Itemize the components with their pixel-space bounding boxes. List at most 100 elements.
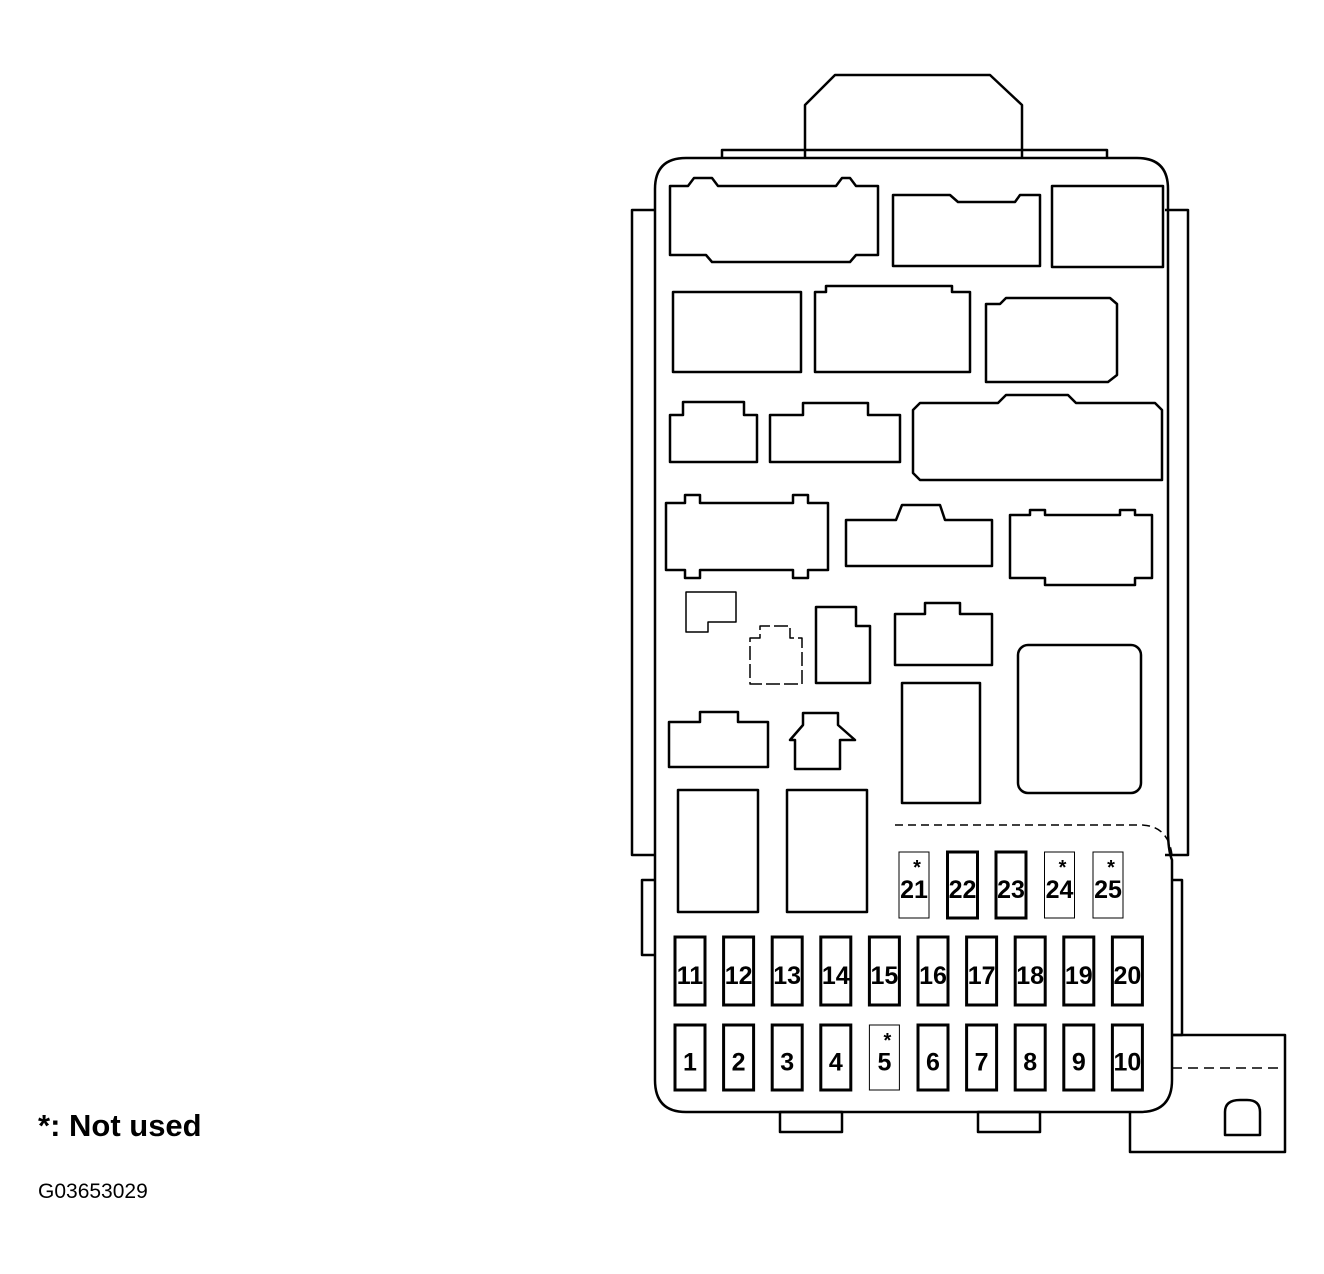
fuse-number-10: 10 [1113,1049,1141,1077]
legend-not-used: *: Not used [38,1108,202,1143]
fuse-number-12: 12 [725,962,753,990]
fuse-number-6: 6 [926,1049,940,1077]
right-bracket [1128,1033,1287,1154]
fuse-number-5: 5 [877,1049,891,1077]
fuse-number-8: 8 [1023,1049,1037,1077]
fuse-11: 11 [673,935,707,1007]
connector-1 [668,176,880,264]
fuse-number-20: 20 [1113,962,1141,990]
fuse-18: 18 [1013,935,1047,1007]
fuse-number-24: 24 [1046,876,1074,904]
fuse-slot-13 [770,935,804,1007]
connector-7 [668,400,759,464]
fuse-8: 8 [1013,1023,1047,1092]
fuse-number-3: 3 [780,1049,794,1077]
fuse-slot-23 [994,850,1028,920]
fuse-20: 20 [1110,935,1144,1007]
relay-center [900,681,982,805]
connector-6 [984,296,1119,384]
relay-left-2 [785,788,869,914]
relay-left-1 [676,788,760,914]
fuse-slot-5 [868,1024,900,1091]
fuse-slot-6 [916,1023,950,1092]
fuse-9: 9 [1062,1023,1096,1092]
connector-5 [813,284,972,374]
fuse-number-13: 13 [773,962,801,990]
connector-12 [1008,508,1154,587]
not-used-marker-25: * [1107,857,1115,879]
fuse-slot-21 [898,851,930,919]
fuse-12: 12 [722,935,756,1007]
fuse-slot-19 [1062,935,1096,1007]
fuse-21: 21* [898,851,930,919]
fuse-3: 3 [770,1023,804,1092]
fuse-25: 25* [1092,851,1124,919]
fuse-number-7: 7 [975,1049,989,1077]
connector-4 [671,290,803,374]
fuse-slot-24 [1044,851,1075,919]
fuse-number-25: 25 [1094,876,1122,904]
fuse-number-4: 4 [829,1049,843,1077]
top-mounting-tab [803,73,1024,158]
fuse-slot-1 [673,1023,707,1092]
connector-18 [788,711,857,771]
top-ledge [720,148,1109,158]
fuse-16: 16 [916,935,950,1007]
connector-13 [685,591,737,633]
relay-large-right [1016,643,1143,795]
fuse-number-2: 2 [732,1049,746,1077]
fuse-slot-7 [965,1023,999,1092]
fuse-slot-17 [965,935,999,1007]
fuse-1: 1 [673,1023,707,1092]
fuse-slot-22 [946,850,979,920]
bottom-tab-left [778,1110,844,1134]
fuse-24: 24* [1044,851,1075,919]
fuse-slot-15 [867,935,901,1007]
fuse-14: 14 [819,935,853,1007]
fuse-number-21: 21 [900,876,928,904]
fuse-5: 5* [868,1024,900,1091]
left-lower-tab [640,878,655,957]
fuse-number-19: 19 [1065,962,1093,990]
fuse-number-22: 22 [949,876,977,904]
connector-11 [844,503,994,568]
right-lower-tab [1172,878,1184,1037]
fuse-number-11: 11 [677,962,704,990]
bracket-slot [1223,1098,1262,1137]
connector-2 [891,193,1042,268]
fuse-slot-10 [1110,1023,1144,1092]
fuse-22: 22 [946,850,979,920]
fuse-4: 4 [819,1023,853,1092]
fuse-number-17: 17 [968,962,996,990]
connector-3 [1050,184,1165,269]
fuse-number-23: 23 [997,876,1025,904]
fuse-slot-9 [1062,1023,1096,1092]
connector-9 [911,393,1164,482]
fuse-15: 15 [867,935,901,1007]
fuse-6: 6 [916,1023,950,1092]
connector-8 [768,401,902,464]
fuse-slot-8 [1013,1023,1047,1092]
connector-17 [667,710,770,769]
fuse-number-16: 16 [919,962,947,990]
not-used-marker-5: * [884,1030,892,1052]
fuse-slot-14 [819,935,853,1007]
fuse-slot-4 [819,1023,853,1092]
fuse-slot-18 [1013,935,1047,1007]
figure-code: G03653029 [38,1180,148,1203]
fuse-slot-25 [1092,851,1124,919]
fuse-number-14: 14 [822,962,850,990]
connector-16 [893,601,994,667]
fuse-slot-16 [916,935,950,1007]
fuse-panel-region [895,824,1173,856]
fuse-number-18: 18 [1016,962,1044,990]
fuse-10: 10 [1110,1023,1144,1092]
connector-10 [664,493,830,580]
fuse-17: 17 [965,935,999,1007]
fuse-box-body [653,156,1174,1114]
fuse-slot-2 [722,1023,756,1092]
fuse-23: 23 [994,850,1028,920]
bottom-tab-right [976,1110,1042,1134]
